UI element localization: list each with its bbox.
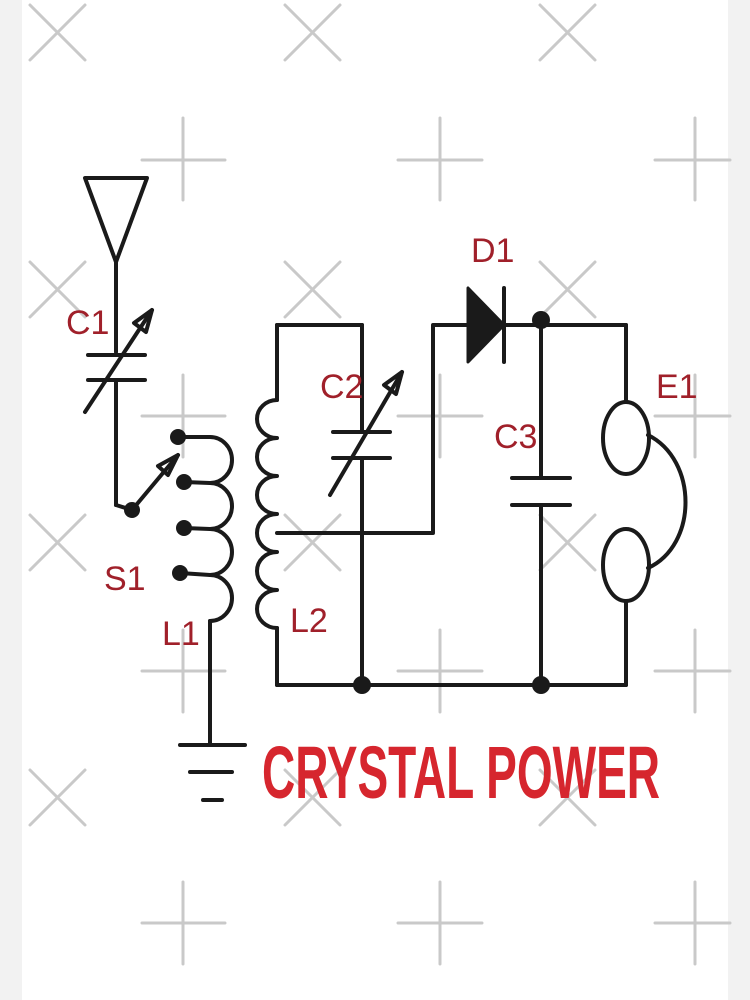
watermark-x-icon <box>283 3 342 62</box>
watermark-plus-icon <box>396 628 484 714</box>
tap-wire <box>275 323 472 535</box>
watermark-plus-icon <box>140 373 227 459</box>
label-l2: L2 <box>290 602 328 640</box>
diode-d1 <box>466 286 628 364</box>
coil-l1 <box>170 429 234 747</box>
watermark-plus-icon <box>653 628 732 714</box>
ground-symbol <box>178 743 247 802</box>
capacitor-c3 <box>510 323 572 687</box>
label-d1: D1 <box>471 232 514 270</box>
watermark-plus-icon <box>396 373 484 459</box>
label-c1: C1 <box>66 304 109 342</box>
antenna-symbol <box>83 176 149 264</box>
watermark-plus-icon <box>396 880 484 966</box>
watermark-plus-icon <box>396 116 484 202</box>
watermark-x-icon <box>283 260 342 319</box>
diagram-title: CRYSTAL POWER <box>262 731 660 814</box>
watermark-x-icon <box>283 768 342 827</box>
watermark-x-icon <box>538 260 597 319</box>
watermark-x-icon <box>538 768 597 827</box>
watermark-x-icon <box>283 513 342 572</box>
watermark-plus-icon <box>140 116 227 202</box>
capacitor-c2 <box>328 323 404 687</box>
watermark-plus-icon <box>653 880 732 966</box>
label-s1: S1 <box>104 560 146 598</box>
watermark-x-icon <box>28 260 87 319</box>
earphone-e1 <box>601 323 688 687</box>
watermark-x-icon <box>28 3 87 62</box>
label-c3: C3 <box>494 418 537 456</box>
label-e1: E1 <box>656 368 698 406</box>
coil-l2 <box>255 323 279 687</box>
watermark-plus-icon <box>653 373 732 459</box>
watermark-x-icon <box>538 3 597 62</box>
right-margin-band <box>728 0 750 1000</box>
watermark-x-icon <box>538 513 597 572</box>
ground-bus <box>275 676 628 694</box>
label-c2: C2 <box>320 368 363 406</box>
left-margin-band <box>0 0 22 1000</box>
capacitor-c1 <box>83 308 154 507</box>
watermark-x-icon <box>28 768 87 827</box>
watermark-plus-icon <box>653 116 732 202</box>
watermark-plus-icon <box>140 880 227 966</box>
label-l1: L1 <box>162 615 200 653</box>
watermark-marks <box>28 3 732 966</box>
switch-s1 <box>114 453 180 518</box>
watermark-x-icon <box>28 513 87 572</box>
